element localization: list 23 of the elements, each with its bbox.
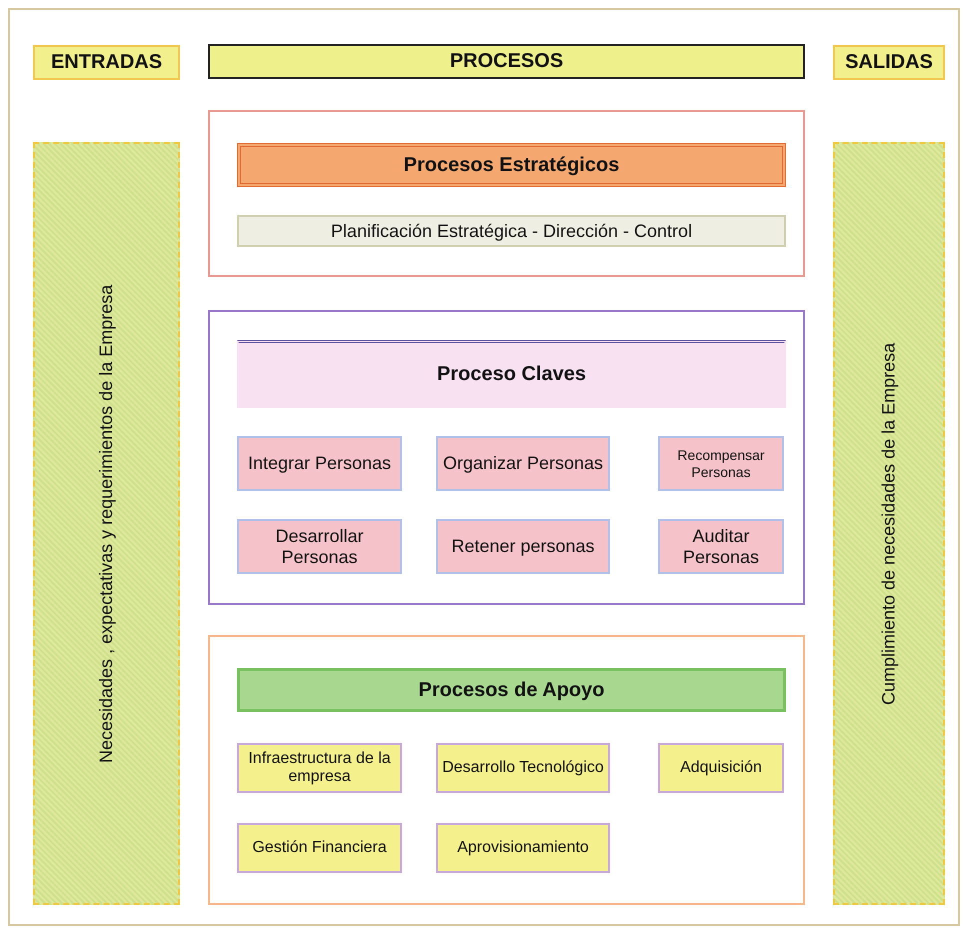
- column-header: PROCESOS: [208, 44, 805, 79]
- process-box: Organizar Personas: [436, 436, 610, 491]
- process-box: Infraestructura de la empresa: [237, 743, 402, 793]
- process-box: Retener personas: [436, 519, 610, 574]
- process-box: Adquisición: [658, 743, 784, 793]
- process-box: Desarrollar Personas: [237, 519, 402, 574]
- process-box: Aprovisionamiento: [436, 823, 610, 873]
- group-title-bar: Proceso Claves: [237, 340, 786, 408]
- process-box: Recompensar Personas: [658, 436, 784, 491]
- column-header: SALIDAS: [833, 45, 945, 80]
- process-group-panel: [208, 310, 805, 605]
- process-box: Desarrollo Tecnológico: [436, 743, 610, 793]
- side-band: Necesidades , expectativas y requerimientos de la Empresa: [33, 142, 180, 905]
- process-box: Planificación Estratégica - Dirección - Control: [237, 215, 786, 247]
- group-title-bar: Procesos Estratégicos: [237, 143, 786, 187]
- side-band: Cumplimiento de necesidades de la Empresa: [833, 142, 945, 905]
- process-box: Integrar Personas: [237, 436, 402, 491]
- process-box: Gestión Financiera: [237, 823, 402, 873]
- process-group-panel: [208, 110, 805, 277]
- column-header: ENTRADAS: [33, 45, 180, 80]
- group-title-bar: Procesos de Apoyo: [237, 668, 786, 712]
- process-group-panel: [208, 635, 805, 905]
- process-box: Auditar Personas: [658, 519, 784, 574]
